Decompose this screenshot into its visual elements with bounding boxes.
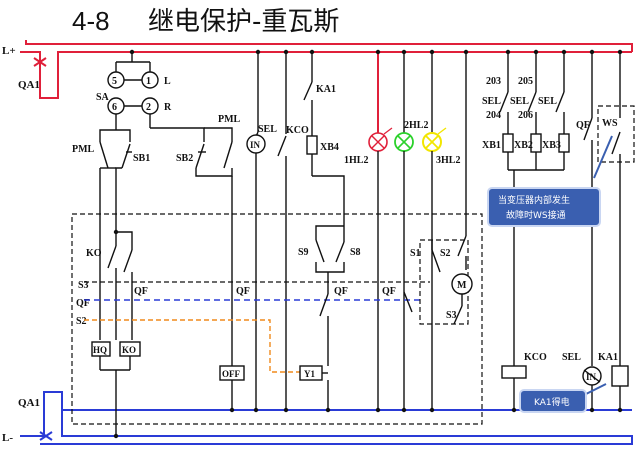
trip-column: QF OFF <box>219 286 250 410</box>
label-ka1: KA1 <box>316 84 336 95</box>
ws-callout: 当变压器内部发生 故障时WS接通 <box>487 187 601 227</box>
ws-relay-box <box>597 105 635 163</box>
lamp-3hl2: 3HL2 <box>422 52 460 410</box>
sel-in-branch: SEL IN <box>246 52 277 410</box>
kco-branch: KCO <box>277 52 309 410</box>
sb2-pml-branch: SB2 PML <box>150 114 241 366</box>
label-ka1-coil: KA1 <box>598 352 618 363</box>
label-s9: S9 <box>298 247 309 258</box>
rail-negative-label: L- <box>2 432 13 444</box>
node-2: 2 <box>146 102 151 113</box>
label-qf-r: QF <box>576 120 590 131</box>
mechanism-enclosure <box>71 213 483 425</box>
label-qf-e: QF <box>382 286 396 297</box>
closing-column: KO S3 QF QF S2 HQ KO <box>76 231 148 436</box>
label-sb2: SB2 <box>176 153 193 164</box>
label-off: OFF <box>222 369 240 379</box>
breaker-top-label: QA1 <box>18 79 40 91</box>
title-number: 4-8 <box>72 6 110 36</box>
label-ws: WS <box>602 118 618 129</box>
node-5: 5 <box>112 76 117 87</box>
label-s3b: S3 <box>446 310 457 321</box>
node-1: 1 <box>146 76 151 87</box>
label-motor: M <box>457 280 467 291</box>
label-pml-right: PML <box>218 114 241 125</box>
protection-section: 203 205 SEL SEL SEL 204 206 XB1 XB2 XB3 … <box>482 52 635 410</box>
rail-positive-label: L+ <box>2 45 16 57</box>
label-s2b: S2 <box>440 248 451 259</box>
label-sa: SA <box>96 92 110 103</box>
label-xb3: XB3 <box>542 140 561 151</box>
label-s3: S3 <box>78 280 89 291</box>
breaker-bottom-label: QA1 <box>18 397 40 409</box>
label-xb1: XB1 <box>482 140 501 151</box>
ka1-callout-text: KA1得电 <box>534 396 570 408</box>
label-1hl2: 1HL2 <box>344 155 368 166</box>
label-pml-left: PML <box>72 144 95 155</box>
motor-column: QF S1 S2 M S3 <box>382 52 473 325</box>
lamp-2hl2: 2HL2 <box>394 52 428 410</box>
lamp-1hl2: 1HL2 <box>344 52 393 410</box>
label-y1: Y1 <box>304 369 315 379</box>
ws-callout-line2: 故障时WS接通 <box>506 209 566 221</box>
label-l: L <box>164 76 171 87</box>
label-s8: S8 <box>350 247 361 258</box>
label-kco: KCO <box>286 125 309 136</box>
label-qf-b: QF <box>76 298 90 309</box>
label-xb4: XB4 <box>320 142 339 153</box>
label-in-coil: IN <box>586 372 597 382</box>
label-s1: S1 <box>410 248 421 259</box>
selector-switch-sa: 5 1 6 2 L R SA <box>96 52 172 130</box>
label-qf-a: QF <box>134 286 148 297</box>
label-ko-contact: KO <box>86 248 102 259</box>
label-205: 205 <box>518 76 533 87</box>
label-xb2: XB2 <box>514 140 533 151</box>
positive-rail <box>20 40 633 99</box>
label-hq: HQ <box>93 345 107 355</box>
label-s2: S2 <box>76 316 87 327</box>
label-kco-coil: KCO <box>524 352 547 363</box>
node-6: 6 <box>112 102 117 113</box>
label-qf-c: QF <box>236 286 250 297</box>
label-sb1: SB1 <box>133 153 150 164</box>
label-204: 204 <box>486 110 501 121</box>
pml-sb1-branch: PML SB1 <box>72 129 150 232</box>
label-2hl2: 2HL2 <box>404 120 428 131</box>
label-r: R <box>164 102 172 113</box>
label-3hl2: 3HL2 <box>436 155 460 166</box>
label-203: 203 <box>486 76 501 87</box>
label-ko-coil: KO <box>122 345 136 355</box>
y1-column: S9 S8 QF Y1 <box>298 225 361 410</box>
label-sel: SEL <box>258 124 277 135</box>
junctions <box>113 49 623 439</box>
title-text: 继电保护-重瓦斯 <box>148 7 339 37</box>
ka1-callout: KA1得电 <box>519 383 607 413</box>
label-sel-1: SEL <box>482 96 501 107</box>
ka1-xb4-branch: KA1 XB4 <box>303 52 345 226</box>
label-qf-d: QF <box>334 286 348 297</box>
label-in: IN <box>250 140 261 150</box>
label-sel-coil: SEL <box>562 352 581 363</box>
ws-callout-line1: 当变压器内部发生 <box>498 194 570 206</box>
linkage-s2 <box>84 319 300 373</box>
label-sel-3: SEL <box>538 96 557 107</box>
label-206: 206 <box>518 110 533 121</box>
label-sel-2: SEL <box>510 96 529 107</box>
